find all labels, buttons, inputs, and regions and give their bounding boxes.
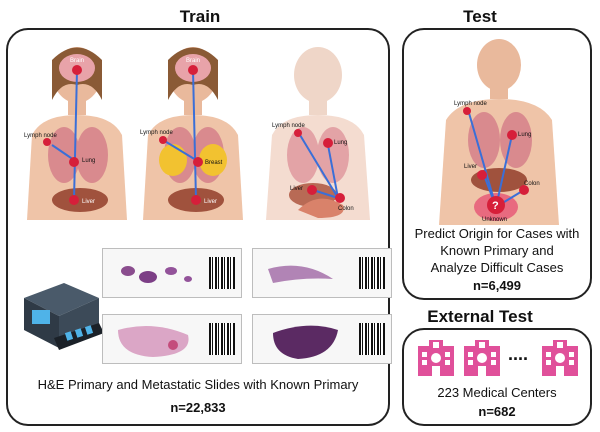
test-title: Test: [463, 7, 497, 26]
train-panel: Brain Lymph node Lung Liver Brain Lymph …: [6, 28, 392, 426]
test-label-liver: Liver: [464, 164, 477, 170]
fig3-label-lymph-node: Lymph node: [272, 123, 305, 129]
external-test-panel: .... 223 Medical Centers n=682: [402, 328, 592, 426]
fig1-label-brain: Brain: [70, 58, 84, 64]
he-slide-1: [102, 248, 242, 298]
fig3-label-lung: Lung: [334, 140, 347, 146]
test-label-lymph-node: Lymph node: [454, 101, 487, 107]
ellipsis: ....: [508, 344, 529, 364]
lung-marker: [69, 157, 79, 167]
test-panel: ? Lymph node Lung Liver Colon Unknown Pr…: [402, 28, 592, 300]
test-caption-line-1: Predict Origin for Cases with: [414, 226, 580, 241]
test-label-lung: Lung: [518, 132, 531, 138]
hospital-icon: [418, 340, 454, 376]
unknown-question-mark: ?: [492, 200, 499, 212]
fig1-label-liver: Liver: [82, 199, 95, 205]
fig2-label-lymph-node: Lymph node: [140, 130, 173, 136]
slide-scanner-icon: [24, 283, 104, 350]
hospital-icon: [464, 340, 500, 376]
anatomy-figure-2: Brain Lymph node Breast Liver: [140, 47, 243, 220]
train-caption: H&E Primary and Metastatic Slides with K…: [37, 377, 359, 392]
barcode: [359, 257, 385, 289]
he-slide-2: [252, 248, 392, 298]
hospital-icon: [542, 340, 578, 376]
fig3-label-colon: Colon: [338, 206, 354, 212]
fig3-label-liver: Liver: [290, 186, 303, 192]
anatomy-figure-test: ? Lymph node Lung Liver Colon Unknown: [439, 39, 559, 225]
train-count: n=22,833: [170, 400, 226, 415]
fig2-label-brain: Brain: [186, 58, 200, 64]
barcode: [209, 257, 235, 289]
test-label-colon: Colon: [524, 181, 540, 187]
anatomy-figure-3: Lymph node Lung Liver Colon: [266, 47, 370, 220]
train-title: Train: [179, 7, 221, 26]
he-slide-3: [102, 314, 242, 364]
liver-marker: [69, 195, 79, 205]
barcode: [359, 323, 385, 355]
test-label-unknown: Unknown: [482, 217, 507, 223]
external-count: n=682: [478, 404, 516, 419]
lymph-node-marker: [43, 138, 51, 146]
brain-marker: [72, 65, 82, 75]
fig2-label-liver: Liver: [204, 199, 217, 205]
fig1-label-lung: Lung: [82, 158, 95, 164]
anatomy-figure-1: Brain Lymph node Lung Liver: [24, 47, 127, 220]
test-count: n=6,499: [472, 278, 522, 293]
external-caption: 223 Medical Centers: [437, 385, 557, 400]
test-caption: Predict Origin for Cases with Known Prim…: [404, 225, 590, 276]
unknown-primary-marker: [487, 196, 505, 214]
he-slide-4: [252, 314, 392, 364]
test-caption-line-3: Analyze Difficult Cases: [430, 260, 564, 275]
external-test-title: External Test: [427, 307, 533, 326]
fig1-label-lymph-node: Lymph node: [24, 133, 57, 139]
fig2-label-breast: Breast: [205, 160, 223, 166]
barcode: [209, 323, 235, 355]
test-caption-line-2: Known Primary and: [440, 243, 554, 258]
